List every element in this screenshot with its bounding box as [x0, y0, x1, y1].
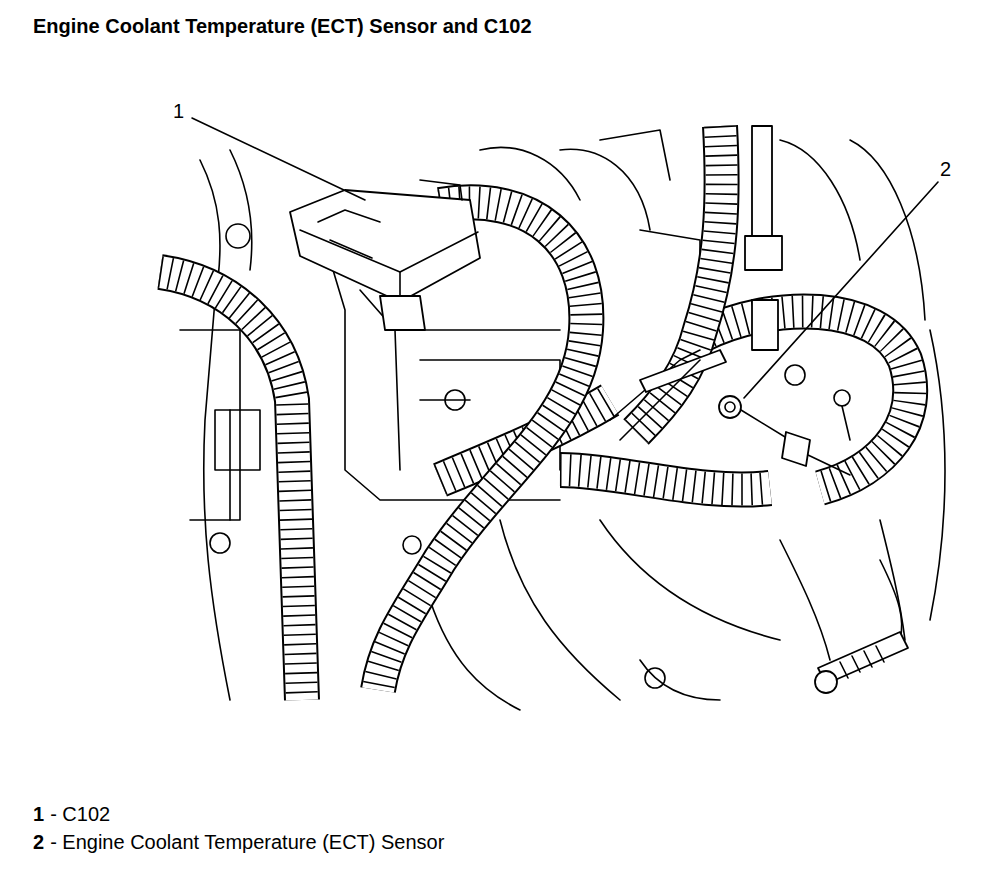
engine-outline: [880, 520, 905, 640]
engine-outline: [180, 330, 240, 520]
c102-connector: [318, 210, 380, 222]
leader-line: [192, 118, 365, 200]
oxygen-sensor: [815, 671, 837, 693]
ect-sensor: [719, 365, 850, 475]
engine-outline: [226, 224, 250, 248]
engine-outline: [500, 520, 620, 700]
key-text: - C102: [50, 803, 110, 825]
wiring-harness: [700, 311, 910, 488]
wiring-harness: [752, 126, 772, 236]
wiring-harness: [560, 470, 770, 490]
wiring-harness: [620, 360, 700, 440]
engine-outline: [215, 410, 260, 470]
engine-outline: [930, 330, 945, 620]
engine-outline: [645, 668, 665, 688]
engine-outline: [640, 230, 700, 300]
wiring-harness: [560, 470, 770, 490]
c102-connector: [330, 240, 372, 258]
wiring-harness: [160, 272, 302, 700]
callout-number: 1: [173, 100, 184, 122]
wiring-harness: [160, 126, 910, 700]
wiring-harness: [560, 470, 770, 490]
engine-outline: [850, 140, 925, 320]
ect-sensor: [725, 402, 735, 412]
engine-outline: [430, 600, 520, 710]
engine-outline: [600, 130, 670, 180]
ect-sensor: [741, 410, 790, 440]
key-number: 2: [33, 831, 44, 853]
c102-connector: [290, 190, 480, 302]
oxygen-sensor: [840, 646, 884, 678]
wiring-harness: [745, 236, 782, 270]
key-text: - Engine Coolant Temperature (ECT) Senso…: [50, 831, 444, 853]
c102-connector: [300, 230, 478, 272]
oxygen-sensor: [815, 560, 908, 693]
engine-outline: [445, 390, 465, 410]
wiring-harness: [752, 300, 778, 350]
leader-line: [744, 182, 938, 398]
c102-connector: [290, 180, 480, 330]
engine-outline: [210, 533, 230, 553]
engine-outline: [403, 536, 421, 554]
wiring-harness: [160, 272, 302, 700]
engine-outline: [560, 149, 650, 230]
engine-outline: [640, 660, 720, 700]
ect-sensor: [719, 396, 741, 418]
engine-outline: [780, 140, 860, 260]
oxygen-sensor: [880, 560, 902, 640]
wiring-harness: [640, 350, 726, 392]
wiring-harness: [229, 410, 231, 520]
diagram-title: Engine Coolant Temperature (ECT) Sensor …: [33, 15, 532, 37]
wiring-harness: [700, 311, 910, 488]
ect-sensor: [842, 406, 850, 440]
c102-connector: [380, 296, 425, 330]
leader-line: [192, 118, 938, 398]
engine-outline: [600, 520, 780, 640]
engine-outline: [230, 150, 252, 270]
engine-outline: [780, 540, 830, 660]
wiring-harness: [160, 272, 302, 700]
callout-number: 2: [940, 158, 951, 180]
key-number: 1: [33, 803, 44, 825]
c102-connector: [420, 180, 462, 200]
ect-sensor: [808, 455, 850, 475]
ect-sensor: [834, 390, 850, 406]
wiring-harness: [700, 311, 910, 488]
ect-sensor: [782, 432, 810, 466]
ect-sensor: [785, 365, 805, 385]
